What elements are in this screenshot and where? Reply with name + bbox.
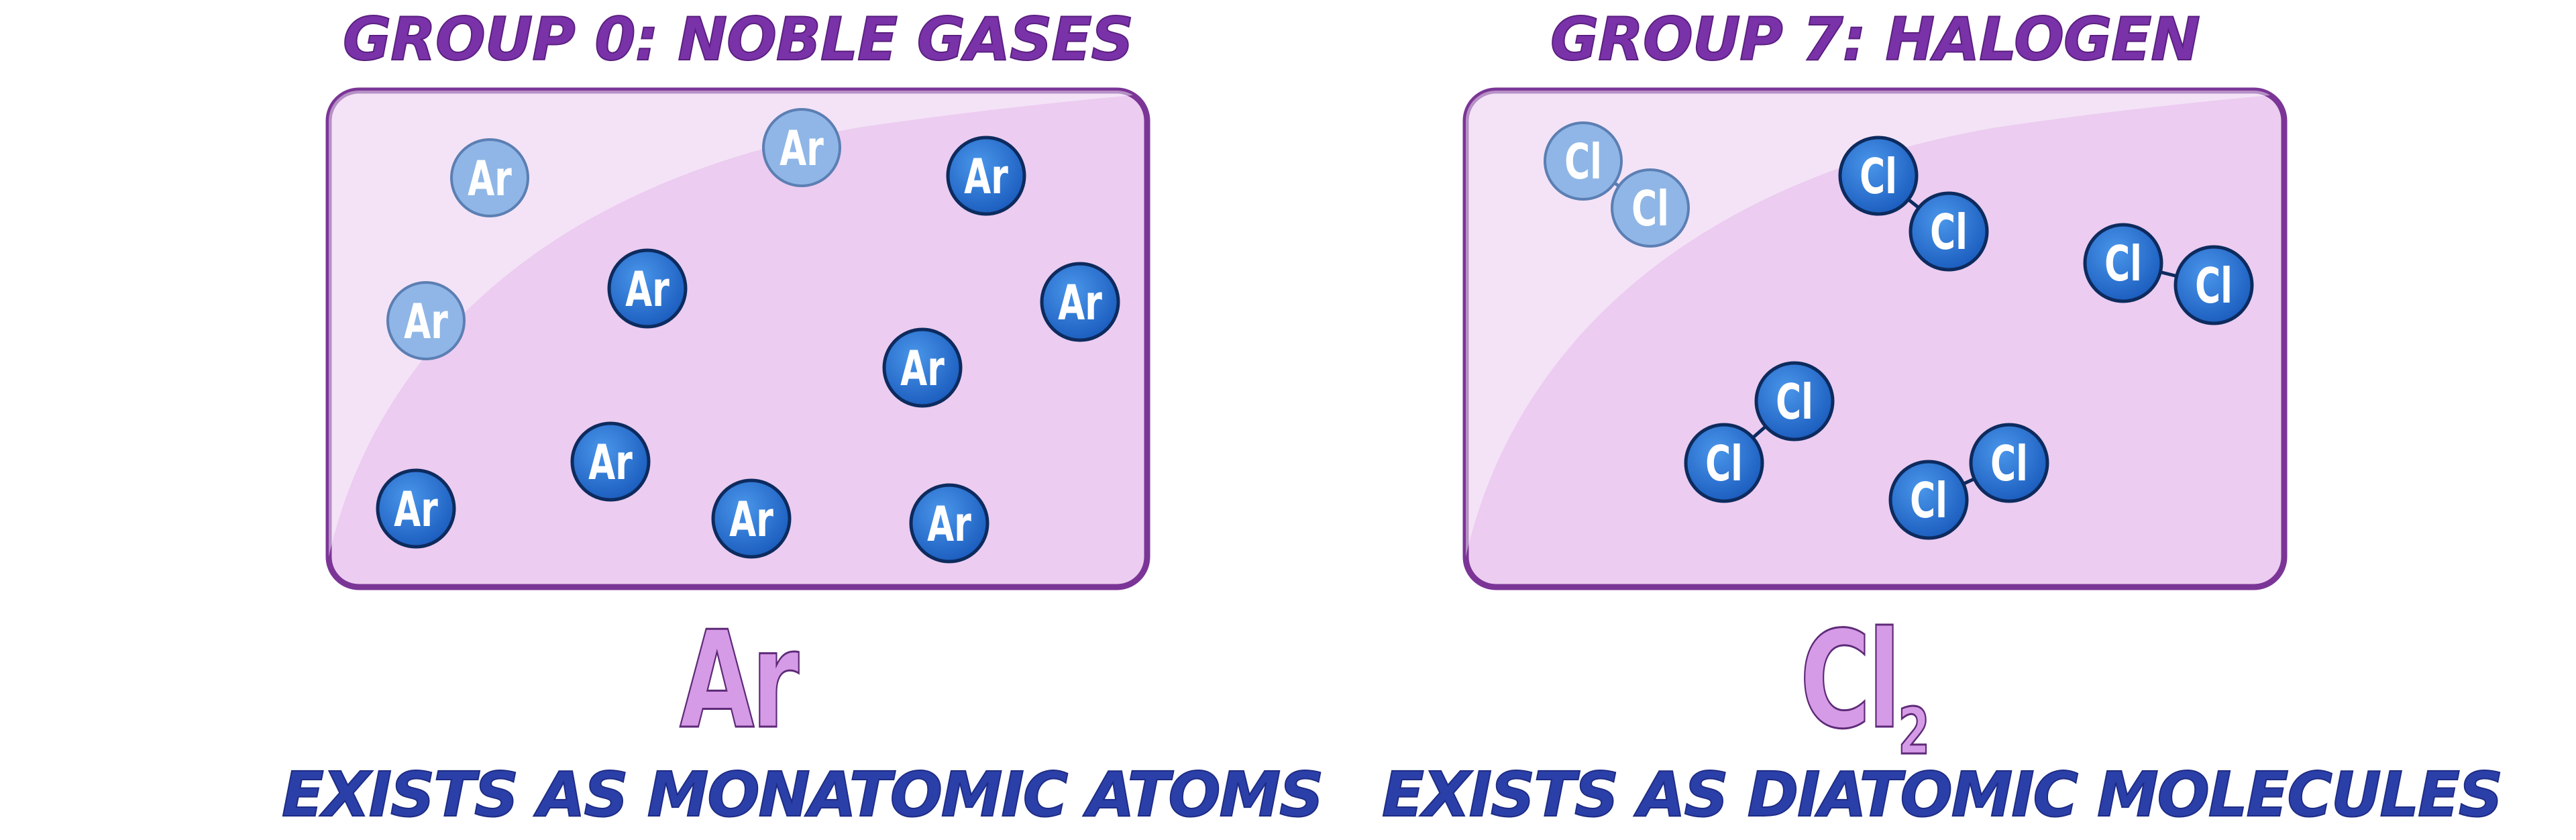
argon-atom: Ar [711, 478, 792, 559]
right-formula-subscript: 2 [1897, 694, 1931, 770]
chlorine-atom: Cl [1969, 423, 2049, 503]
chlorine-atom-label: Cl [1930, 204, 1968, 260]
argon-atom-label: Ar [729, 491, 773, 547]
argon-atom-circle [450, 138, 529, 217]
chlorine-atom: Cl [1611, 168, 1690, 248]
argon-atom-label: Ar [588, 434, 633, 490]
argon-atom-circle [882, 327, 963, 408]
chlorine-atom-circle [2174, 245, 2254, 325]
chlorine-atom-label: Cl [1705, 435, 1743, 492]
left-caption: EXISTS AS MONATOMIC ATOMS [281, 758, 1324, 831]
right-caption: EXISTS AS DIATOMIC MOLECULES [1381, 758, 2504, 831]
chlorine-atom-label: Cl [2195, 258, 2233, 314]
chlorine-atom-label: Cl [2104, 235, 2142, 292]
argon-atom-circle [570, 421, 651, 502]
chlorine-atom-circle [1909, 191, 1989, 272]
chlorine-atom-circle [1684, 423, 1764, 503]
left-container-glare [329, 91, 1147, 557]
chlorine-atom-label: Cl [1564, 134, 1602, 190]
argon-atom-label: Ar [1058, 274, 1102, 331]
argon-atom: Ar [762, 108, 841, 187]
chlorine-atom-circle [1838, 136, 1919, 216]
argon-atom: Ar [386, 281, 466, 360]
chlorine-atom-circle [1969, 423, 2049, 503]
argon-atom: Ar [946, 136, 1026, 216]
chlorine-atom: Cl [2083, 223, 2163, 303]
chlorine-atom: Cl [2174, 245, 2254, 325]
chlorine-atom: Cl [1888, 460, 1969, 540]
chlorine-atom-circle [2083, 223, 2163, 303]
argon-atom-label: Ar [468, 150, 512, 207]
argon-atom-label: Ar [964, 148, 1008, 205]
argon-atom: Ar [376, 468, 456, 549]
argon-atom-label: Ar [780, 120, 824, 176]
chlorine-atom-circle [1611, 168, 1690, 248]
chlorine-atom-label: Cl [1910, 472, 1947, 529]
argon-atom-label: Ar [404, 293, 448, 350]
argon-atom: Ar [909, 483, 989, 564]
argon-atom-circle [909, 483, 989, 564]
chlorine-atom-label: Cl [1776, 374, 1813, 430]
argon-atom-circle [1040, 262, 1120, 342]
right-formula-base: Cl [1799, 602, 1902, 759]
right-panel-title: GROUP 7: HALOGEN [1550, 4, 2201, 74]
chlorine-atom: Cl [1754, 361, 1835, 441]
argon-atom-circle [386, 281, 466, 360]
chlorine-atom: Cl [1544, 121, 1623, 201]
chlorine-atom-circle [1888, 460, 1969, 540]
argon-atom-circle [376, 468, 456, 549]
argon-atom: Ar [450, 138, 529, 217]
chlorine-atom: Cl [1909, 191, 1989, 272]
chlorine-atom-label: Cl [1990, 435, 2028, 492]
argon-atom-label: Ar [625, 261, 669, 317]
argon-atom-label: Ar [927, 496, 971, 552]
left-panel-title: GROUP 0: NOBLE GASES [342, 4, 1134, 74]
argon-atom-circle [762, 108, 841, 187]
argon-atom-label: Ar [900, 340, 945, 397]
argon-atom: Ar [607, 248, 688, 329]
left-container-box [325, 87, 1150, 590]
chlorine-atom-label: Cl [1860, 148, 1897, 205]
chlorine-molecule: Cl Cl [2083, 223, 2254, 325]
chlorine-atom-label: Cl [1631, 180, 1669, 237]
argon-atom: Ar [1040, 262, 1120, 342]
argon-atom: Ar [570, 421, 651, 502]
argon-atom-circle [711, 478, 792, 559]
chlorine-atom: Cl [1684, 423, 1764, 503]
argon-atom-circle [946, 136, 1026, 216]
argon-atom-circle [607, 248, 688, 329]
argon-atom-label: Ar [394, 481, 438, 537]
chlorine-atom-circle [1544, 121, 1623, 201]
argon-atom: Ar [882, 327, 963, 408]
chlorine-atom-circle [1754, 361, 1835, 441]
right-formula: Cl2 [1720, 606, 2010, 770]
chlorine-atom: Cl [1838, 136, 1919, 216]
left-formula: Ar [679, 602, 800, 759]
